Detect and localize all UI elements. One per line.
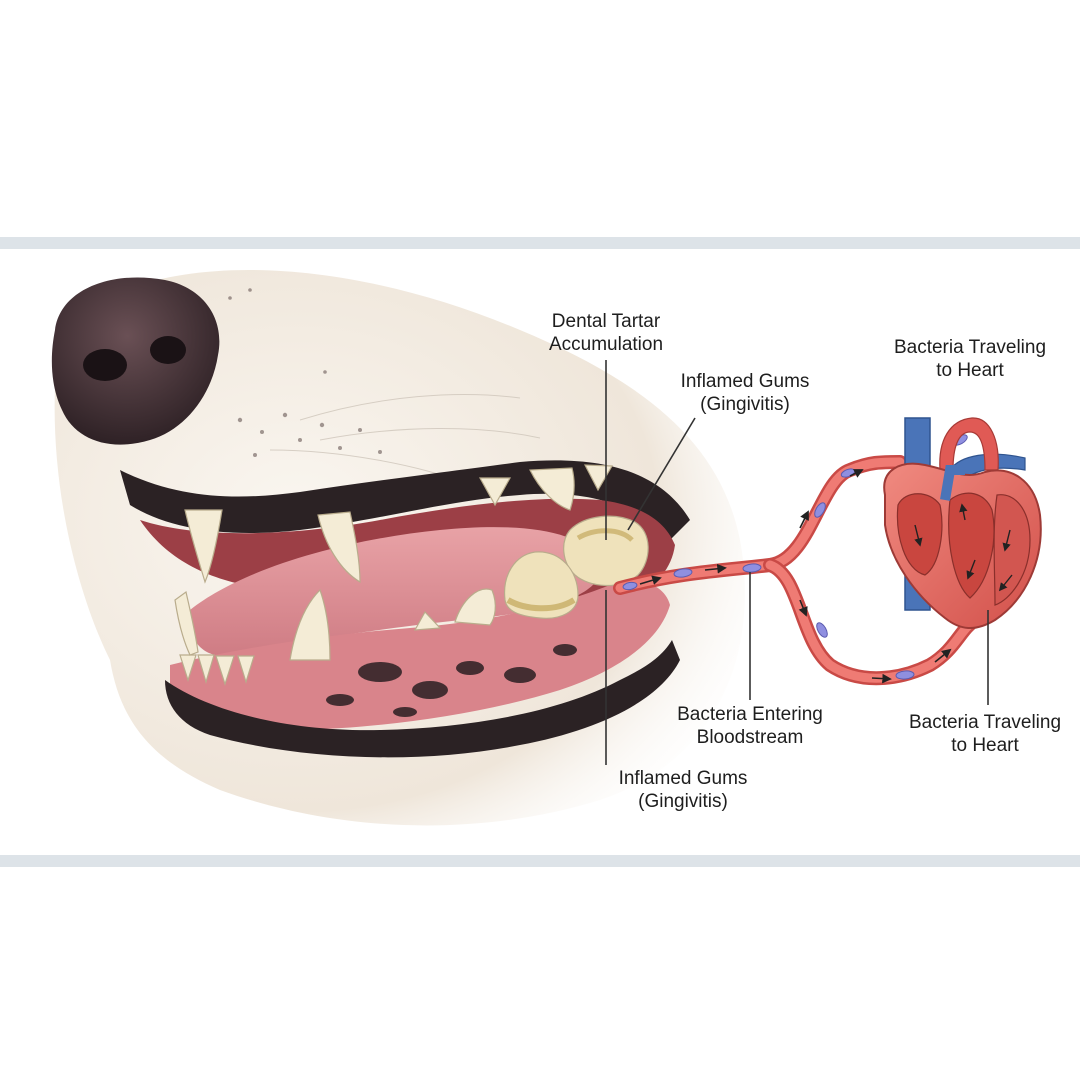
leader-gums-upper <box>627 417 696 531</box>
label-inflamed-gums-upper-line1: Inflamed Gums <box>680 371 810 392</box>
lower-canine <box>289 588 331 661</box>
label-inflamed-gums-lower: Inflamed Gums (Gingivitis) <box>608 767 758 813</box>
label-bacteria-heart-top-line2: to Heart <box>936 360 1004 381</box>
label-inflamed-gums-upper: Inflamed Gums (Gingivitis) <box>670 370 820 416</box>
label-bacteria-heart-bottom: Bacteria Traveling to Heart <box>895 711 1075 757</box>
heart <box>883 417 1042 629</box>
flow-arrows <box>639 469 952 684</box>
dog-nose <box>51 277 220 445</box>
label-bacteria-heart-bottom-line1: Bacteria Traveling <box>908 712 1062 733</box>
label-bacteria-entering: Bacteria Entering Bloodstream <box>670 703 830 749</box>
label-inflamed-gums-lower-line1: Inflamed Gums <box>618 768 748 789</box>
upper-canine <box>317 511 361 584</box>
label-bacteria-entering-line2: Bloodstream <box>696 727 804 748</box>
label-inflamed-gums-lower-line2: (Gingivitis) <box>638 791 728 812</box>
teeth <box>174 464 649 686</box>
label-bacteria-heart-top-line1: Bacteria Traveling <box>893 337 1047 358</box>
blood-vessel <box>613 455 982 686</box>
label-dental-tartar-line1: Dental Tartar <box>551 311 661 332</box>
leader-lines <box>605 360 989 765</box>
label-bacteria-entering-line1: Bacteria Entering <box>677 704 823 725</box>
tartar-molar-lower <box>503 551 579 619</box>
top-divider-band <box>0 237 1080 249</box>
label-dental-tartar: Dental Tartar Accumulation <box>535 310 677 356</box>
label-inflamed-gums-upper-line2: (Gingivitis) <box>700 394 790 415</box>
lower-lip <box>165 640 680 758</box>
upper-canine-front <box>184 509 223 584</box>
label-bacteria-heart-top: Bacteria Traveling to Heart <box>880 336 1060 382</box>
label-dental-tartar-line2: Accumulation <box>548 334 664 355</box>
bottom-divider-band <box>0 855 1080 867</box>
tongue <box>189 527 602 656</box>
label-bacteria-heart-bottom-line2: to Heart <box>951 735 1019 756</box>
